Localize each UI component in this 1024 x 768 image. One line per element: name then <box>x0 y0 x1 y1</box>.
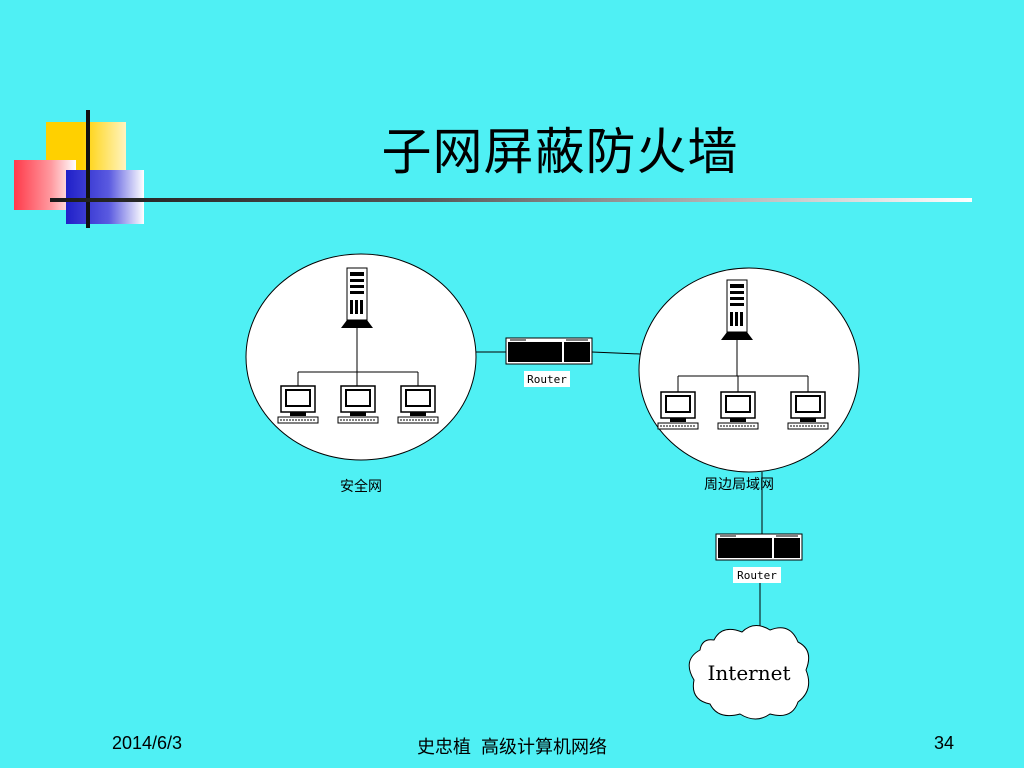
secure-pc-icon <box>337 385 379 424</box>
footer-page-number: 34 <box>933 733 954 753</box>
router1-label: Router <box>527 373 567 386</box>
router-icon <box>715 533 803 561</box>
perimeter-network-label: 周边局域网 <box>704 477 774 493</box>
secure-network-label: 安全网 <box>340 479 382 495</box>
perimeter-pc-icon <box>787 391 829 430</box>
router2-label: Router <box>737 569 777 582</box>
router-icon <box>505 337 593 365</box>
internet-label: Internet <box>708 661 791 685</box>
internet-cloud-icon <box>688 625 810 720</box>
perimeter-pc-icon <box>717 391 759 430</box>
title-underline <box>50 198 972 202</box>
perimeter-network-circle <box>638 267 860 473</box>
footer-date: 2014/6/3 <box>112 733 183 753</box>
secure-pc-icon <box>397 385 439 424</box>
perimeter-pc-icon <box>657 391 699 430</box>
deco-vertical-line <box>86 110 90 228</box>
deco-blue-square <box>66 170 144 224</box>
page-title: 子网屏蔽防火墙 <box>381 123 739 181</box>
footer-author-course: 史忠植 高级计算机网络 <box>416 737 607 757</box>
secure-pc-icon <box>277 385 319 424</box>
